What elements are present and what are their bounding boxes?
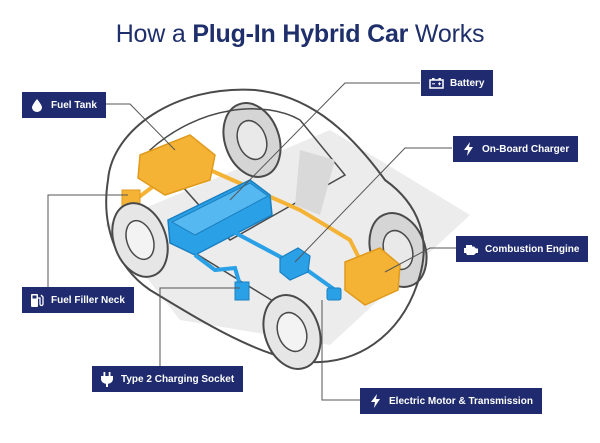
label-type2-socket-text: Type 2 Charging Socket: [121, 373, 235, 385]
car-body-outline: [105, 88, 425, 364]
engine-icon: [463, 241, 479, 257]
leader-battery: [229, 82, 420, 201]
label-combustion-engine: Combustion Engine: [456, 236, 589, 262]
label-combustion-engine-text: Combustion Engine: [485, 243, 580, 255]
fuel-tank-shape: [137, 134, 216, 196]
label-motor-transmission-text: Electric Motor & Transmission: [389, 395, 533, 407]
title-prefix: How a: [115, 20, 186, 48]
electric-line-2: [193, 253, 242, 286]
car-window-line: [148, 108, 347, 241]
label-fuel-filler-neck-text: Fuel Filler Neck: [51, 294, 125, 306]
title-suffix: Works: [414, 20, 485, 48]
motor-shape: [326, 287, 342, 301]
leader-filler: [47, 194, 128, 288]
label-fuel-tank-text: Fuel Tank: [51, 99, 97, 111]
label-fuel-filler-neck: Fuel Filler Neck: [22, 287, 134, 313]
electric-line-1: [229, 228, 291, 264]
wheel-front-near: [262, 294, 322, 370]
leader-fuel-tank: [98, 103, 176, 151]
lightning-icon: [367, 393, 383, 409]
leader-charger: [294, 147, 452, 263]
car-roof-shade: [295, 150, 335, 215]
label-motor-transmission: Electric Motor & Transmission: [360, 388, 542, 414]
wheel-rear-near: [111, 202, 169, 278]
fuel-pump-icon: [29, 292, 45, 308]
leader-engine: [384, 247, 456, 273]
title-bold: Plug-In Hybrid Car: [192, 20, 409, 48]
label-battery: Battery: [421, 70, 494, 96]
droplet-icon: [29, 97, 45, 113]
label-on-board-charger: On-Board Charger: [453, 136, 579, 162]
label-type2-socket: Type 2 Charging Socket: [92, 366, 244, 392]
battery-icon: [428, 75, 444, 91]
lightning-icon: [460, 141, 476, 157]
leader-socket: [159, 287, 240, 379]
leader-motor: [321, 300, 360, 401]
plug-icon: [99, 371, 115, 387]
charger-shape: [279, 247, 311, 281]
battery-top: [170, 182, 269, 236]
label-battery-text: Battery: [450, 77, 485, 89]
page-title: How a Plug-In Hybrid Car Works: [0, 20, 600, 49]
wheel-rear-far: [222, 102, 282, 178]
socket-shape: [234, 281, 250, 301]
engine-shape: [344, 247, 401, 306]
label-on-board-charger-text: On-Board Charger: [482, 143, 570, 155]
label-fuel-tank: Fuel Tank: [22, 92, 106, 118]
